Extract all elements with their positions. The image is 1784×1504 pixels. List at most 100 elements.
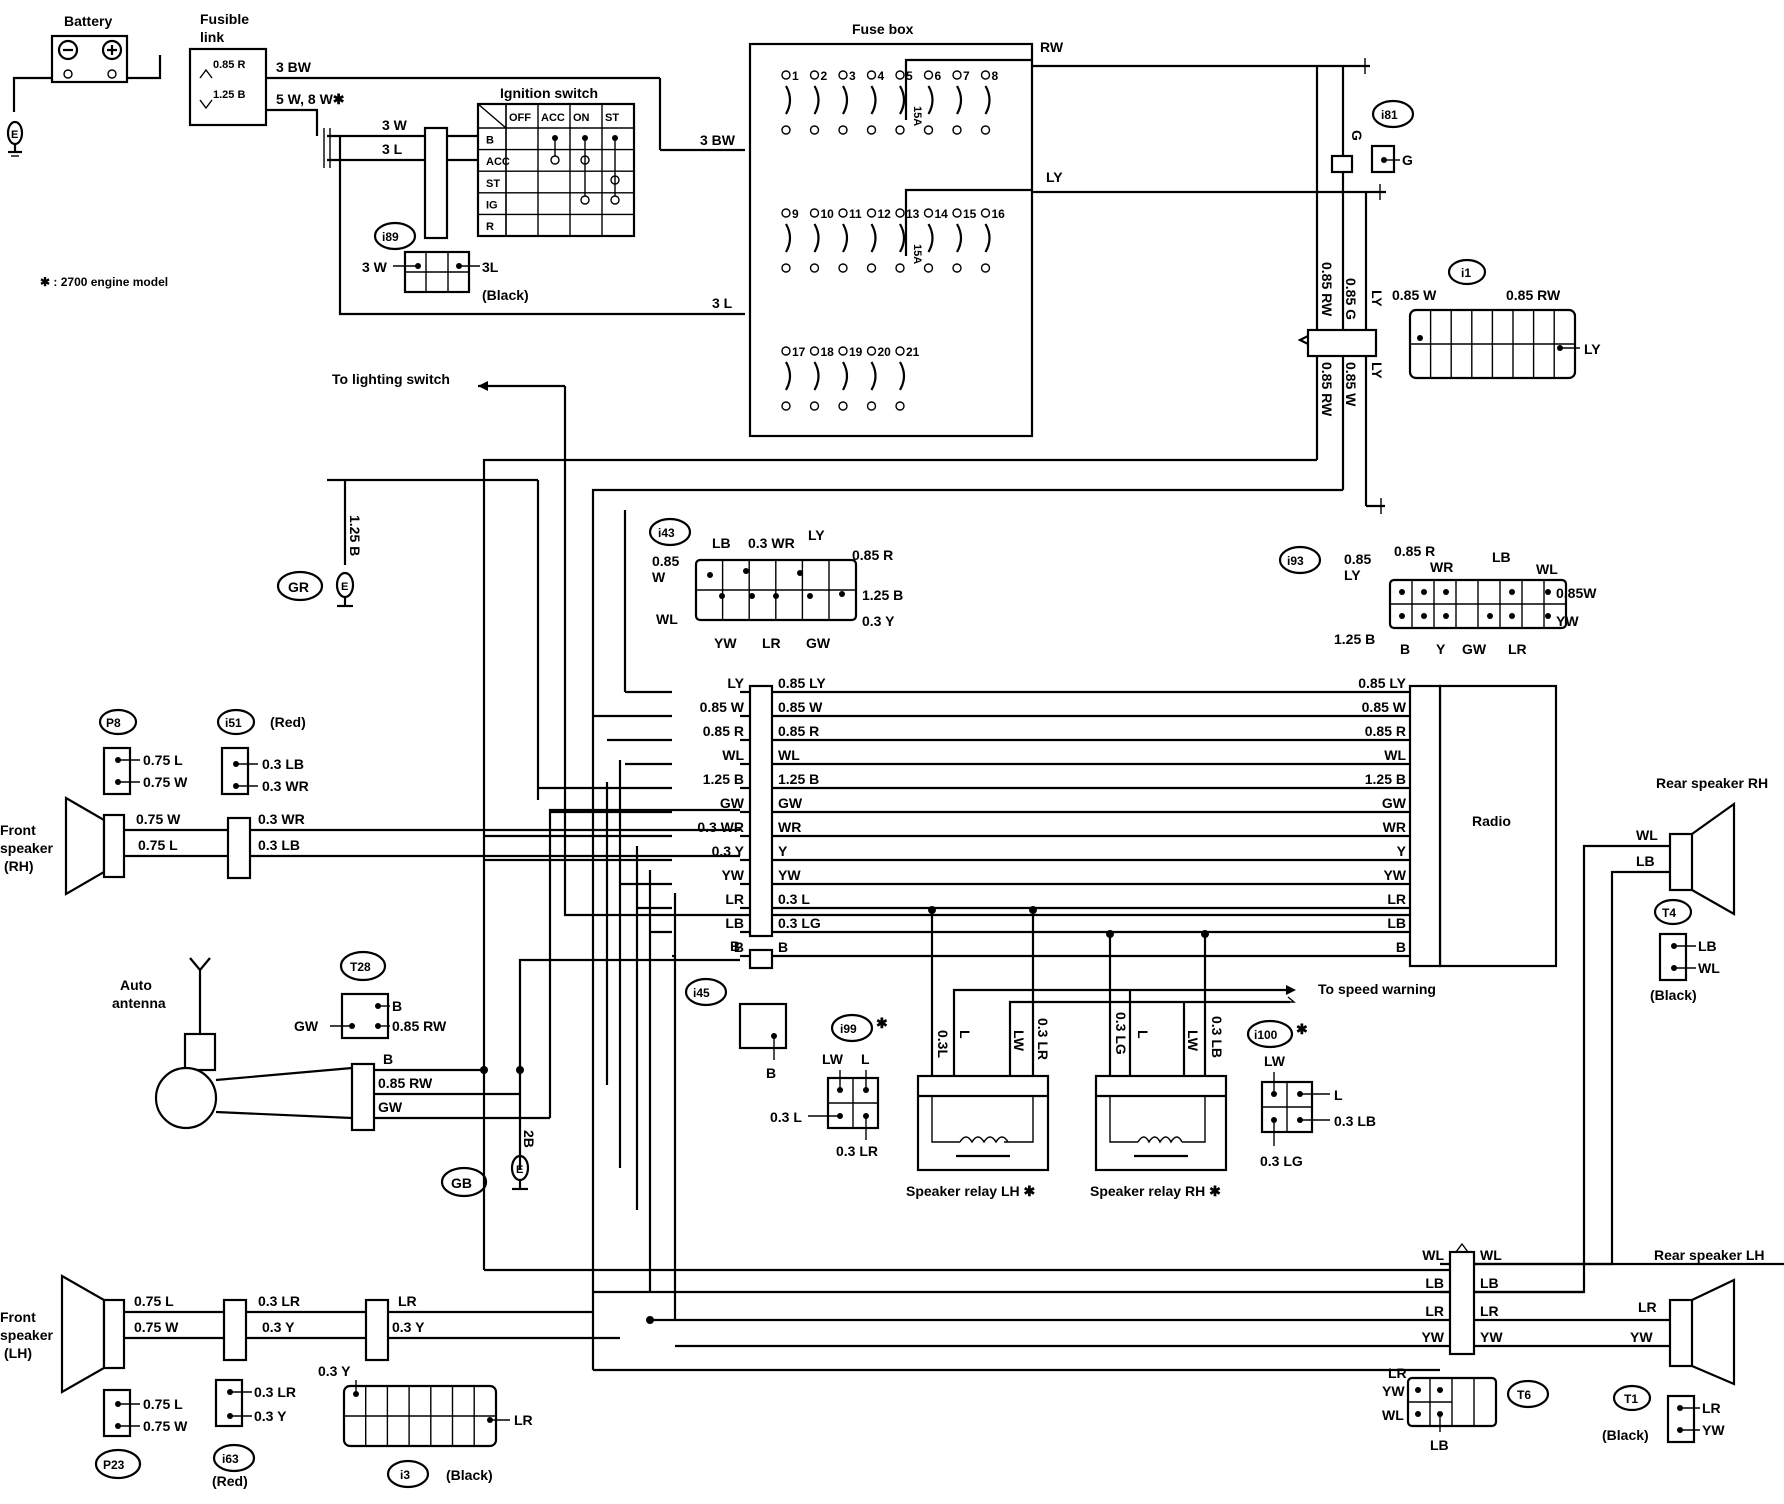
svg-text:0.85 R: 0.85 R	[213, 59, 245, 71]
harness-mid-label: 0.85 R	[778, 723, 819, 739]
i43-pin-label: 0.85 R	[852, 547, 893, 563]
svg-text:B: B	[730, 938, 740, 954]
svg-text:YW: YW	[1382, 1383, 1405, 1399]
fuse-number: 14	[935, 207, 949, 221]
harness-right-label: GW	[1382, 795, 1407, 811]
fuse-number: 2	[821, 69, 828, 83]
harness-mid-label: Y	[778, 843, 788, 859]
svg-text:3 W: 3 W	[362, 259, 388, 275]
fuse-number: 11	[849, 207, 862, 221]
fuse-number: 20	[878, 345, 892, 359]
svg-text:T1: T1	[1624, 1392, 1638, 1406]
harness-right-label: LR	[1387, 891, 1406, 907]
fuse-number: 1	[792, 69, 799, 83]
harness-left-label: WL	[722, 747, 744, 763]
fuse-number: 16	[992, 207, 1006, 221]
fuse-number: 8	[992, 69, 999, 83]
fuse-number: 18	[821, 345, 835, 359]
svg-text:1.25 B: 1.25 B	[213, 89, 245, 101]
svg-text:0.3 LB: 0.3 LB	[258, 837, 300, 853]
svg-text:(Black): (Black)	[446, 1467, 493, 1483]
svg-text:0.75 W: 0.75 W	[143, 774, 188, 790]
svg-text:LB: LB	[1430, 1437, 1449, 1453]
ignition-col-label: ON	[573, 112, 590, 124]
i93-pin-label: 1.25 B	[1334, 631, 1375, 647]
fuse-number: 13	[906, 207, 920, 221]
svg-text:0.85 G: 0.85 G	[1343, 278, 1359, 320]
svg-text:Speaker relay LH ✱: Speaker relay LH ✱	[906, 1183, 1036, 1199]
joint-right-label: WL	[1480, 1247, 1502, 1263]
speaker-relay-rh: Speaker relay RH ✱	[1090, 1074, 1228, 1199]
svg-text:T4: T4	[1662, 906, 1676, 920]
svg-text:0.3 Y: 0.3 Y	[392, 1319, 425, 1335]
svg-text:3 L: 3 L	[712, 295, 733, 311]
harness-mid-label: 0.3 LG	[778, 915, 821, 931]
svg-text:Rear speaker RH: Rear speaker RH	[1656, 775, 1768, 791]
svg-text:YW: YW	[1630, 1329, 1653, 1345]
harness-mid-label: WR	[778, 819, 801, 835]
svg-text:B: B	[766, 1065, 776, 1081]
i93-pin-label: WR	[1430, 559, 1453, 575]
wire-3bw-2: 3 BW	[700, 132, 736, 148]
svg-text:3 L: 3 L	[382, 141, 403, 157]
i93-pin-label: WL	[1536, 561, 1558, 577]
svg-text:0.75 W: 0.75 W	[136, 811, 181, 827]
svg-text:i45: i45	[693, 986, 710, 1000]
fuse-number: 10	[821, 207, 835, 221]
harness-right-label: 0.85 W	[1362, 699, 1407, 715]
svg-text:0.3 LG: 0.3 LG	[1260, 1153, 1303, 1169]
i93-pin-label: Y	[1436, 641, 1446, 657]
svg-text:(Black): (Black)	[1650, 987, 1697, 1003]
rear-speaker-rh: Rear speaker RH	[1656, 775, 1768, 916]
svg-text:E: E	[11, 129, 18, 141]
ignition-row-label: IG	[486, 199, 498, 211]
harness-left-label: 0.85 W	[700, 699, 745, 715]
harness-right-label: 1.25 B	[1365, 771, 1406, 787]
svg-text:GW: GW	[378, 1099, 403, 1115]
harness-left-label: LY	[727, 675, 744, 691]
i93-pin-label: LR	[1508, 641, 1527, 657]
ground-gb	[440, 1166, 488, 1198]
harness-right-label: LB	[1387, 915, 1406, 931]
joint-right-label: LB	[1480, 1275, 1499, 1291]
svg-text:WL: WL	[1698, 960, 1720, 976]
svg-text:i1: i1	[1461, 266, 1471, 280]
fuse-number: 6	[935, 69, 942, 83]
fuse-number: 9	[792, 207, 799, 221]
radio-label: Radio	[1472, 813, 1511, 829]
svg-text:0.85 RW: 0.85 RW	[378, 1075, 433, 1091]
svg-text:0.75 L: 0.75 L	[143, 1396, 183, 1412]
svg-text:i3: i3	[400, 1468, 410, 1482]
joint-left-label: YW	[1421, 1329, 1444, 1345]
joint-left-label: LR	[1425, 1303, 1444, 1319]
connector-i100: i100 ✱ LW L 0.3 LB 0.3 LG	[1246, 1019, 1376, 1169]
ignition-col-label: ST	[605, 112, 619, 124]
svg-text:0.75 W: 0.75 W	[143, 1418, 188, 1434]
i43-pin-label: LY	[808, 527, 825, 543]
svg-text:i43: i43	[658, 526, 675, 540]
svg-text:LY: LY	[1369, 290, 1385, 307]
svg-text:GR: GR	[288, 579, 309, 595]
fuse-number: 4	[878, 69, 885, 83]
connector-i45: i45 B	[684, 977, 788, 1081]
joint-left-label: LB	[1425, 1275, 1444, 1291]
harness-left-label: LR	[725, 891, 744, 907]
svg-text:LR: LR	[398, 1293, 417, 1309]
harness-mid-label: 0.85 LY	[778, 675, 826, 691]
svg-text:G: G	[1402, 152, 1413, 168]
connector-i93: i93	[1278, 545, 1568, 630]
rear-speaker-lh: Rear speaker LH LR YW	[1630, 1247, 1765, 1386]
i43-pin-label: YW	[714, 635, 737, 651]
harness-right-label: WR	[1383, 819, 1406, 835]
svg-text:0.85 RW: 0.85 RW	[1506, 287, 1561, 303]
svg-text:✱: ✱	[1296, 1021, 1308, 1037]
svg-text:LY: LY	[1369, 362, 1385, 379]
svg-text:GW: GW	[294, 1018, 319, 1034]
svg-text:i93: i93	[1287, 554, 1304, 568]
harness-left-label: 0.85 R	[703, 723, 744, 739]
connector-i81: i81 G	[1370, 99, 1415, 174]
i93-pin-label: B	[1400, 641, 1410, 657]
connector-i51: i51 (Red) 0.3 LB 0.3 WR	[216, 708, 309, 796]
i43-pin-label: LR	[762, 635, 781, 651]
